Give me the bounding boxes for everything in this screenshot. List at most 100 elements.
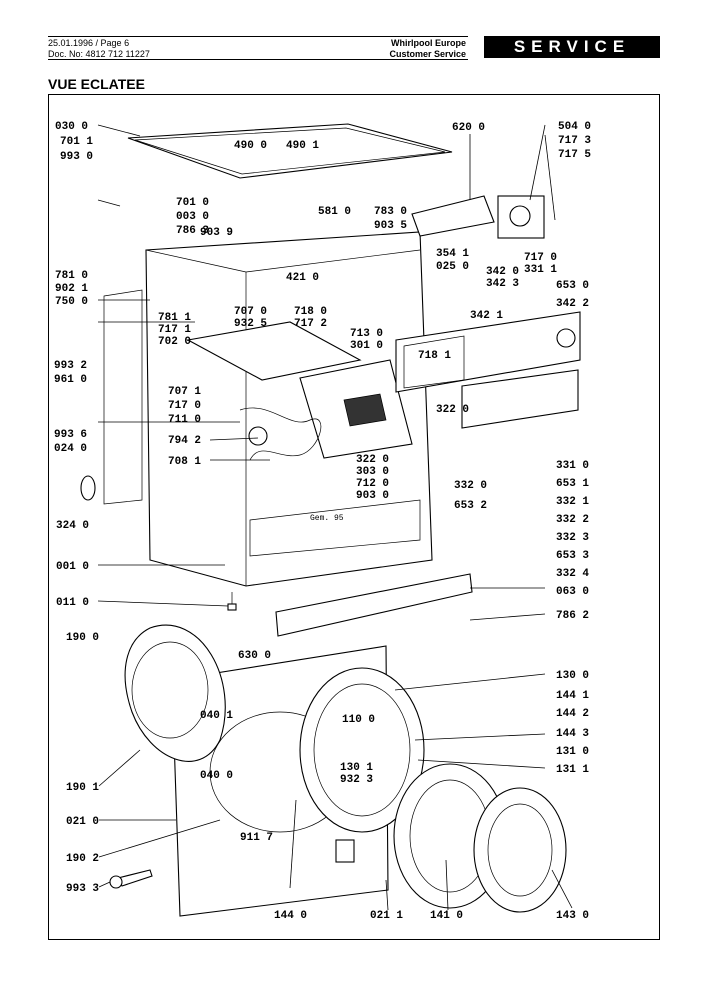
- part-label: 718 0: [294, 306, 327, 318]
- part-label: 331 1: [524, 264, 557, 276]
- part-label: 932 5: [234, 318, 267, 330]
- labels-right: 504 0 717 3 717 5 354 1 025 0 717 0 331 …: [356, 121, 591, 622]
- part-label: 708 1: [168, 456, 201, 468]
- part-label: 332 4: [556, 568, 589, 580]
- control-panel: [395, 311, 581, 393]
- door-outer-ring: [473, 787, 567, 913]
- program-knob: [556, 328, 576, 348]
- part-label: 786 3: [176, 225, 209, 237]
- part-label: 653 2: [454, 500, 487, 512]
- part-label: 717 5: [558, 149, 591, 161]
- drain-hose: [239, 407, 322, 461]
- part-label: 653 1: [556, 478, 589, 490]
- top-lid: [127, 123, 453, 179]
- detergent-housing: [186, 321, 362, 381]
- electronic-board: [411, 195, 495, 237]
- part-label: 781 1: [158, 312, 191, 324]
- button-panel: [461, 369, 579, 429]
- labels-bottom: 190 0 630 0 130 0 144 1 144 2 144 3 131 …: [66, 632, 589, 922]
- part-label: 063 0: [556, 586, 589, 598]
- part-label: 354 1: [436, 248, 469, 260]
- part-label: 131 1: [556, 764, 589, 776]
- part-label: 711 0: [168, 414, 201, 426]
- header-doc-info: 25.01.1996 / Page 6 Doc. No: 4812 712 11…: [48, 38, 150, 60]
- part-label: 003 0: [176, 211, 209, 223]
- part-label: 993 6: [54, 429, 87, 441]
- part-label: 190 0: [66, 632, 99, 644]
- part-label: 024 0: [54, 443, 87, 455]
- part-label: 110 0: [342, 714, 375, 726]
- part-label: 342 1: [470, 310, 503, 322]
- part-label: 717 2: [294, 318, 327, 330]
- part-label: 332 3: [556, 532, 589, 544]
- part-label: 332 1: [556, 496, 589, 508]
- labels-top: 490 0 490 1 581 0 421 0 783 0 903 5 620 …: [234, 122, 485, 362]
- part-label: 903 5: [374, 220, 407, 232]
- service-banner: SERVICE: [484, 36, 660, 58]
- part-label: 717 1: [158, 324, 191, 336]
- part-label: 653 3: [556, 550, 589, 562]
- part-label: 701 1: [60, 136, 93, 148]
- part-label: 040 1: [200, 710, 233, 722]
- part-label: 144 1: [556, 690, 589, 702]
- cabinet-body: [145, 231, 433, 587]
- part-label: 993 0: [60, 151, 93, 163]
- part-label: 143 0: [556, 910, 589, 922]
- part-label: 040 0: [200, 770, 233, 782]
- part-label: 717 3: [558, 135, 591, 147]
- header-company-info: Whirlpool Europe Customer Service: [382, 38, 466, 60]
- header-rule-bottom: [48, 59, 468, 60]
- part-label: 030 0: [55, 121, 88, 133]
- diagram-stamp: Gem. 95: [310, 514, 344, 523]
- part-label: 701 0: [176, 197, 209, 209]
- part-label: 130 1: [340, 762, 373, 774]
- hose-clamp: [248, 426, 268, 446]
- part-label: 932 3: [340, 774, 373, 786]
- part-label: 490 1: [286, 140, 319, 152]
- header-rule-top: [48, 36, 468, 37]
- part-label: 903 9: [200, 227, 233, 239]
- adjustable-foot: [227, 603, 237, 611]
- spanner-tool: [117, 869, 153, 887]
- header-department: Customer Service: [389, 49, 466, 59]
- part-label: 993 2: [54, 360, 87, 372]
- part-label: 718 1: [418, 350, 451, 362]
- part-label: 025 0: [436, 261, 469, 273]
- part-label: 342 2: [556, 298, 589, 310]
- part-label: 342 3: [486, 278, 519, 290]
- part-label: 653 0: [556, 280, 589, 292]
- part-label: 131 0: [556, 746, 589, 758]
- part-label: 130 0: [556, 670, 589, 682]
- header-company: Whirlpool Europe: [391, 38, 466, 48]
- part-label: 322 0: [356, 454, 389, 466]
- part-label: 902 1: [55, 283, 88, 295]
- leader-lines: [97, 124, 573, 911]
- foot-pad: [80, 475, 96, 501]
- part-label: 141 0: [430, 910, 463, 922]
- part-label: 911 7: [240, 832, 273, 844]
- diagram-frame: [48, 94, 660, 940]
- part-label: 707 0: [234, 306, 267, 318]
- part-label: 717 0: [524, 252, 557, 264]
- part-label: 190 2: [66, 853, 99, 865]
- labels-left: 030 0 701 1 993 0 701 0 003 0 786 3 903 …: [54, 121, 267, 609]
- part-label: 332 0: [454, 480, 487, 492]
- header-date-page: 25.01.1996 / Page 6: [48, 38, 130, 48]
- part-label: 301 0: [350, 340, 383, 352]
- page-title: VUE ECLATEE: [48, 76, 145, 92]
- door-seal: [124, 624, 226, 762]
- cabinet-rear-panel: [103, 289, 143, 505]
- part-label: 144 0: [274, 910, 307, 922]
- part-label: 630 0: [238, 650, 271, 662]
- part-label: 713 0: [350, 328, 383, 340]
- part-label: 001 0: [56, 561, 89, 573]
- part-label: 331 0: [556, 460, 589, 472]
- part-label: 794 2: [168, 435, 201, 447]
- part-label: 620 0: [452, 122, 485, 134]
- part-label: 332 2: [556, 514, 589, 526]
- front-panel-label-plate: [335, 839, 355, 863]
- part-label: 707 1: [168, 386, 201, 398]
- part-label: 786 2: [556, 610, 589, 622]
- part-label: 322 0: [436, 404, 469, 416]
